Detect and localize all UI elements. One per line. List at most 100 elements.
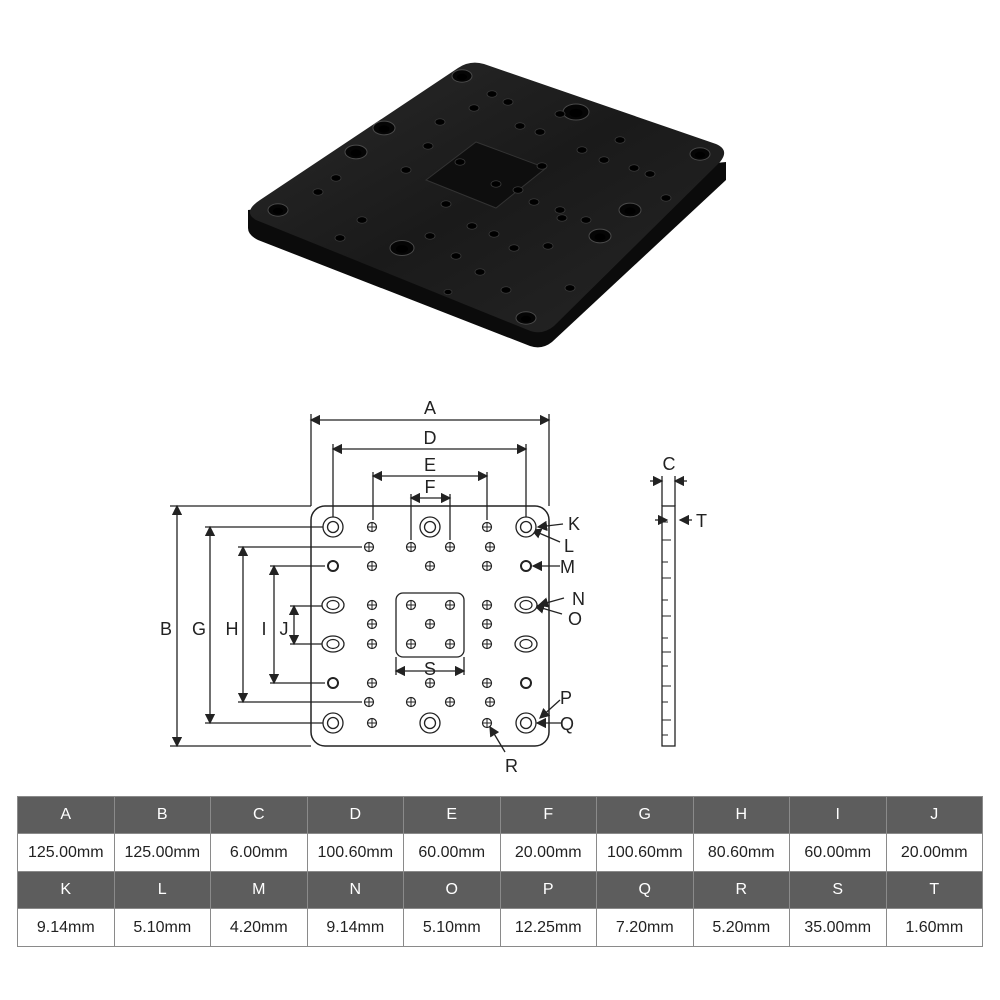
spec-value: 20.00mm [499, 833, 597, 872]
spec-value: 100.60mm [306, 833, 404, 872]
plate-hole [500, 286, 512, 294]
hole [444, 599, 456, 611]
spec-header: P [499, 871, 597, 909]
spec-header: S [789, 871, 887, 909]
plate-hole [400, 166, 412, 174]
plate-hole [689, 147, 711, 161]
hole [405, 541, 417, 553]
spec-header-row-2: K L M N O P Q R S T [17, 871, 983, 909]
spec-value: 125.00mm [17, 833, 115, 872]
label-j: J [280, 619, 289, 639]
callout-l [530, 528, 561, 543]
spec-value-row-1: 125.00mm 125.00mm 6.00mm 100.60mm 60.00m… [17, 833, 983, 872]
plate-hole [334, 234, 346, 242]
callout-r [489, 725, 506, 753]
hole [481, 717, 493, 729]
spec-value: 5.10mm [113, 908, 211, 947]
plate-hole [330, 174, 342, 182]
hole [366, 677, 378, 689]
spec-value: 125.00mm [113, 833, 211, 872]
plate-hole [512, 186, 524, 194]
plate-hole [644, 170, 656, 178]
hole [481, 521, 493, 533]
label-s: S [424, 659, 436, 679]
plate-hole [389, 240, 415, 256]
spec-header: K [17, 871, 115, 909]
spec-value: 4.20mm [210, 908, 308, 947]
callout-k [536, 520, 564, 532]
plate-hole [588, 228, 612, 244]
plate-holes [267, 69, 711, 325]
hole [366, 599, 378, 611]
plate-hole [490, 180, 502, 188]
hole [444, 696, 456, 708]
spec-value-row-2: 9.14mm 5.10mm 4.20mm 9.14mm 5.10mm 12.25… [17, 908, 983, 947]
plate-hole [502, 98, 514, 106]
plate-hole [576, 146, 588, 154]
spec-value: 35.00mm [789, 908, 887, 947]
spec-value: 100.60mm [596, 833, 694, 872]
label-m: M [560, 557, 575, 577]
plate-hole [508, 244, 520, 252]
hole [366, 717, 378, 729]
spec-table: A B C D E F G H I J 125.00mm 125.00mm 6.… [17, 796, 983, 947]
plate-hole [344, 144, 368, 160]
hole [481, 618, 493, 630]
hole [366, 618, 378, 630]
label-p: P [560, 688, 572, 708]
label-c: C [663, 454, 676, 474]
technical-drawing: A D E F B G H I J S K L M N O P Q R C T [160, 398, 707, 776]
plate-hole [514, 122, 526, 130]
callout-p [539, 699, 561, 719]
hole [484, 541, 496, 553]
hole [405, 599, 417, 611]
hole [484, 696, 496, 708]
drawing-holes [321, 516, 538, 734]
plate-hole [542, 242, 554, 250]
hole [444, 638, 456, 650]
spec-header: N [306, 871, 404, 909]
spec-header: I [789, 796, 887, 834]
plate-hole [528, 198, 540, 206]
plate-hole [556, 214, 568, 222]
plate-hole [554, 110, 566, 118]
spec-value: 60.00mm [403, 833, 501, 872]
label-f: F [425, 477, 436, 497]
pocket-outline [395, 592, 465, 658]
hole [520, 677, 532, 689]
plate-hole [267, 203, 289, 217]
plate-hole [598, 156, 610, 164]
spec-value: 5.10mm [403, 908, 501, 947]
spec-header: J [885, 796, 983, 834]
plate-hole [434, 118, 446, 126]
spec-header: T [885, 871, 983, 909]
label-n: N [572, 589, 585, 609]
label-h: H [226, 619, 239, 639]
hole [424, 560, 436, 572]
hole [481, 638, 493, 650]
hole [366, 638, 378, 650]
hole [481, 599, 493, 611]
spec-value: 6.00mm [210, 833, 308, 872]
hole [366, 521, 378, 533]
spec-header: H [692, 796, 790, 834]
spec-header: M [210, 871, 308, 909]
hole [405, 638, 417, 650]
plate-hole [424, 232, 436, 240]
hole [481, 560, 493, 572]
spec-header: R [692, 871, 790, 909]
plate-hole [515, 311, 537, 325]
plate-hole [451, 69, 473, 83]
plate-hole [554, 206, 566, 214]
spec-value: 20.00mm [885, 833, 983, 872]
hole [424, 677, 436, 689]
hole [322, 516, 344, 538]
spec-value: 60.00mm [789, 833, 887, 872]
spec-header: B [113, 796, 211, 834]
label-a: A [424, 398, 436, 418]
spec-header: Q [596, 871, 694, 909]
spec-header: O [403, 871, 501, 909]
plate-hole [468, 104, 480, 112]
hole [321, 596, 345, 614]
hole [514, 596, 538, 614]
